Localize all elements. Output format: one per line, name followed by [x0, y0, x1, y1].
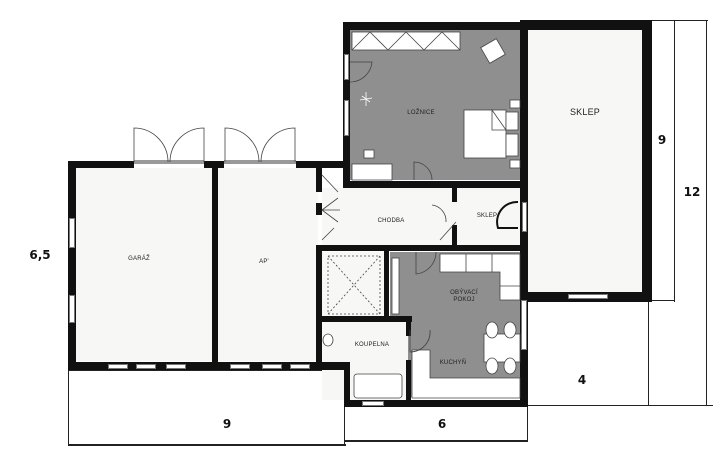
ap-floor	[218, 168, 318, 361]
ap-window-bottom-3	[290, 364, 310, 369]
wall-garage-top-left	[68, 161, 134, 168]
garage-window-bottom-2	[136, 364, 156, 369]
wall-ap-right	[316, 168, 322, 192]
dim-bottom-right-width: 4	[577, 373, 587, 387]
room-label-bedroom: LOŽNICE	[407, 110, 435, 116]
wall-cellar-right	[642, 20, 652, 302]
wall-garage-top-mid	[204, 161, 224, 168]
dim-line-right-mid-vertical	[648, 300, 649, 406]
ap-window-bottom-2	[262, 364, 282, 369]
bedroom-window-left	[344, 54, 349, 80]
dim-right-outer-height: 12	[683, 185, 701, 199]
wall-ap-right-mid	[316, 203, 322, 215]
garage-window-left-1	[69, 218, 75, 248]
wall-ap-top-right	[296, 161, 350, 168]
dim-left-height: 6,5	[29, 248, 51, 262]
wall-bedroom-bottom	[343, 181, 528, 188]
dim-line-right-outer-vertical	[706, 20, 707, 406]
room-label-kitchen: KUCHYŇ	[439, 360, 467, 366]
room-label-hallway: CHODBA	[377, 218, 405, 224]
dim-bottom-middle-width: 6	[437, 417, 447, 431]
wall-storage-left-low	[452, 225, 457, 247]
bath-window-bottom	[362, 401, 384, 406]
garage-floor	[75, 168, 213, 361]
dim-line-right-outer-top	[650, 20, 708, 21]
wall-bedroom-top	[343, 22, 528, 30]
cellar-window-bottom	[568, 294, 608, 299]
dim-line-bottom-left-bottom	[68, 444, 346, 446]
wall-storage-left	[452, 188, 457, 202]
garage-window-left-2	[69, 295, 75, 323]
room-label-ap: AP'	[259, 259, 269, 265]
dim-line-bottom-mid-bottom	[344, 440, 528, 442]
room-label-storage: SKLEP	[476, 213, 498, 219]
wall-bath-top	[316, 316, 412, 322]
wall-cellar-top	[520, 20, 652, 30]
wall-bath-right-low	[406, 360, 411, 405]
wall-garage-divider	[212, 168, 218, 364]
dim-line-right-inner-bottom	[650, 300, 675, 301]
dim-line-bottom-left-top	[68, 370, 344, 371]
wall-left	[68, 161, 76, 370]
wall-bottom-mid	[344, 400, 528, 407]
dim-line-bottom-left-left	[68, 370, 69, 446]
wall-stair-right	[384, 251, 389, 321]
bedroom-window-left-2	[344, 100, 349, 136]
garage-window-bottom-1	[108, 364, 128, 369]
dim-line-bottom-right-bottom	[527, 405, 713, 406]
dim-bottom-left-width: 9	[222, 417, 232, 431]
wall-bottom-left	[68, 362, 344, 370]
wall-ap-right-low	[316, 245, 322, 365]
dim-line-bottom-mid-left	[344, 405, 345, 445]
dim-right-inner-height: 9	[657, 133, 667, 147]
room-label-bathroom: KOUPELNA	[354, 342, 390, 348]
room-label-cellar: SKLEP	[569, 107, 601, 117]
wall-bath-left-low	[344, 362, 350, 406]
wall-bath-right	[406, 316, 411, 336]
kitchen-window-right	[521, 300, 527, 350]
cellar-floor	[528, 30, 642, 292]
cellar-window-left	[522, 202, 527, 232]
hallway-floor	[322, 188, 520, 246]
garage-window-bottom-3	[166, 364, 186, 369]
room-label-garage: GARÁŽ	[128, 256, 150, 262]
room-label-living-2: POKOJ	[453, 297, 475, 303]
ap-window-bottom-1	[230, 364, 250, 369]
wall-hallway-bottom	[316, 245, 526, 251]
room-label-living-1: OBÝVACÍ	[450, 290, 478, 296]
dim-line-right-inner-vertical	[674, 20, 675, 302]
